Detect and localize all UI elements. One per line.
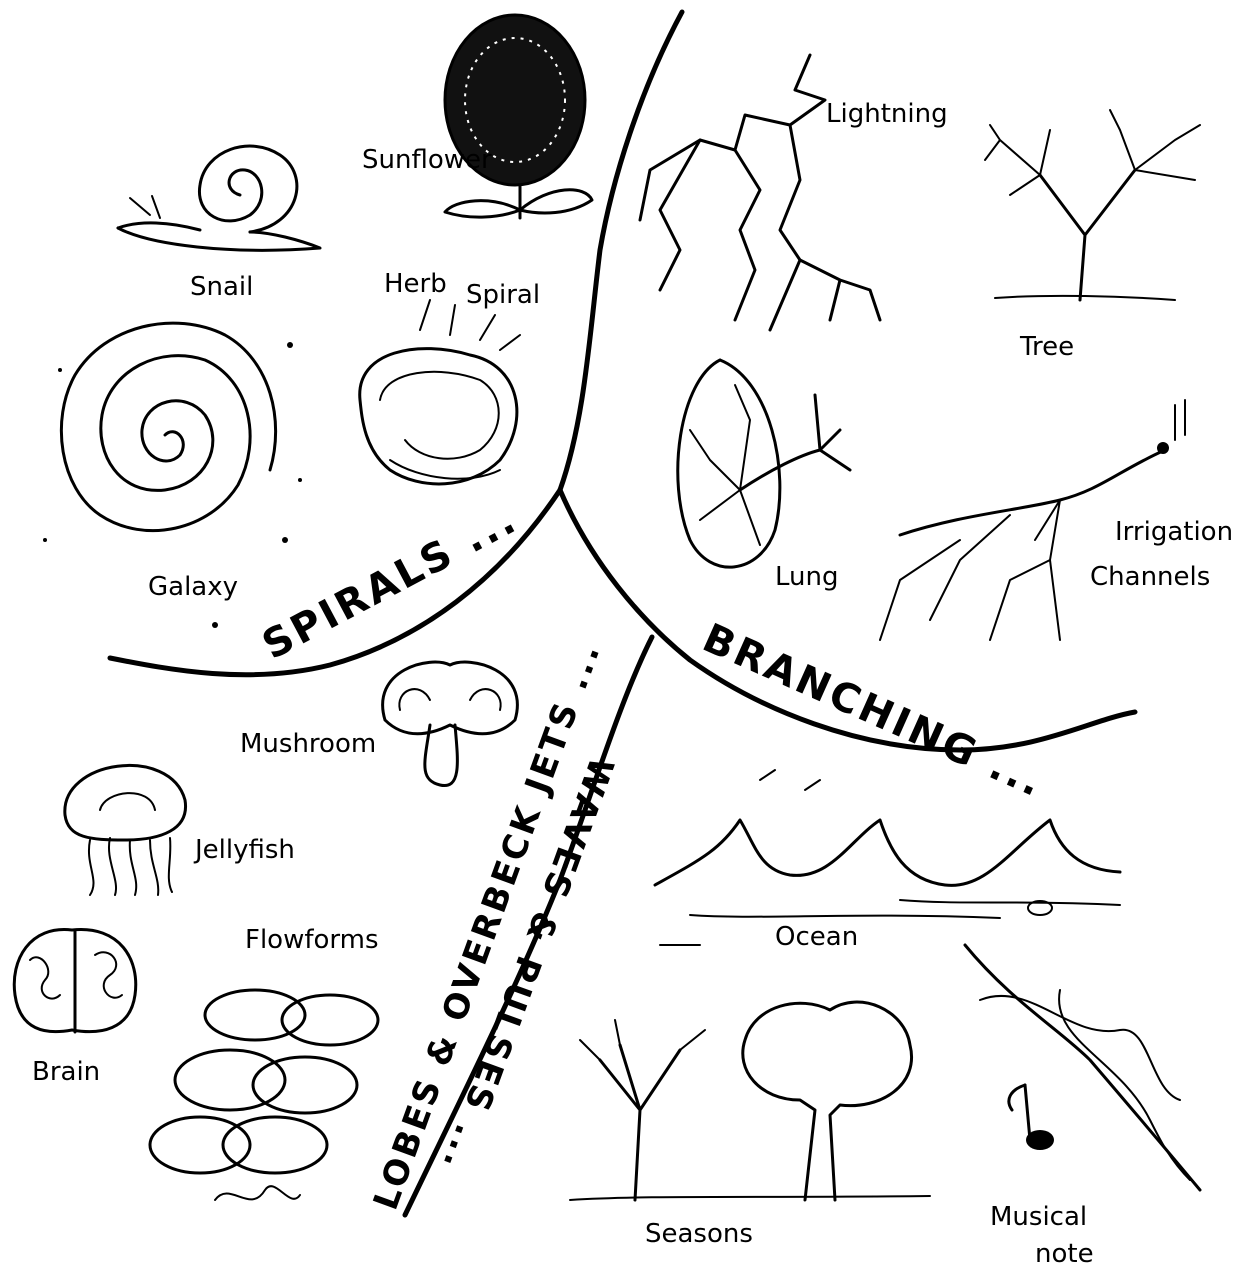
lightning-illustration (640, 55, 880, 330)
label-tree: Tree (1019, 332, 1074, 362)
label-note: note (1035, 1239, 1094, 1269)
label-snail: Snail (190, 272, 253, 302)
label-brain: Brain (32, 1057, 100, 1087)
label-musical: Musical (990, 1202, 1087, 1232)
label-herb: Herb (384, 269, 447, 299)
tree-illustration (985, 110, 1200, 300)
lung-illustration (678, 360, 850, 567)
label-jellyfish: Jellyfish (193, 835, 295, 865)
label-lung: Lung (775, 562, 839, 592)
label-spiral: Spiral (466, 280, 540, 310)
label-galaxy: Galaxy (148, 572, 238, 602)
label-ocean: Ocean (775, 922, 858, 952)
ocean-illustration (655, 770, 1120, 945)
label-lightning: Lightning (826, 99, 948, 129)
jellyfish-illustration (65, 765, 186, 895)
snail-illustration (118, 146, 320, 250)
herb-spiral-illustration (360, 300, 520, 484)
label-irrigation: Irrigation (1115, 517, 1233, 547)
brain-illustration (14, 930, 136, 1032)
seasons-illustration (570, 1002, 930, 1200)
flowforms-illustration (150, 990, 378, 1200)
label-flowforms: Flowforms (245, 925, 379, 955)
musical-note-illustration (965, 945, 1200, 1190)
label-channels: Channels (1090, 562, 1210, 592)
sunflower-illustration (445, 15, 592, 218)
label-sunflower: Sunflower (362, 145, 492, 175)
label-seasons: Seasons (645, 1219, 753, 1249)
section-title-branching: BRANCHING ... (696, 615, 1051, 807)
label-mushroom: Mushroom (240, 729, 376, 759)
mushroom-illustration (383, 662, 518, 785)
